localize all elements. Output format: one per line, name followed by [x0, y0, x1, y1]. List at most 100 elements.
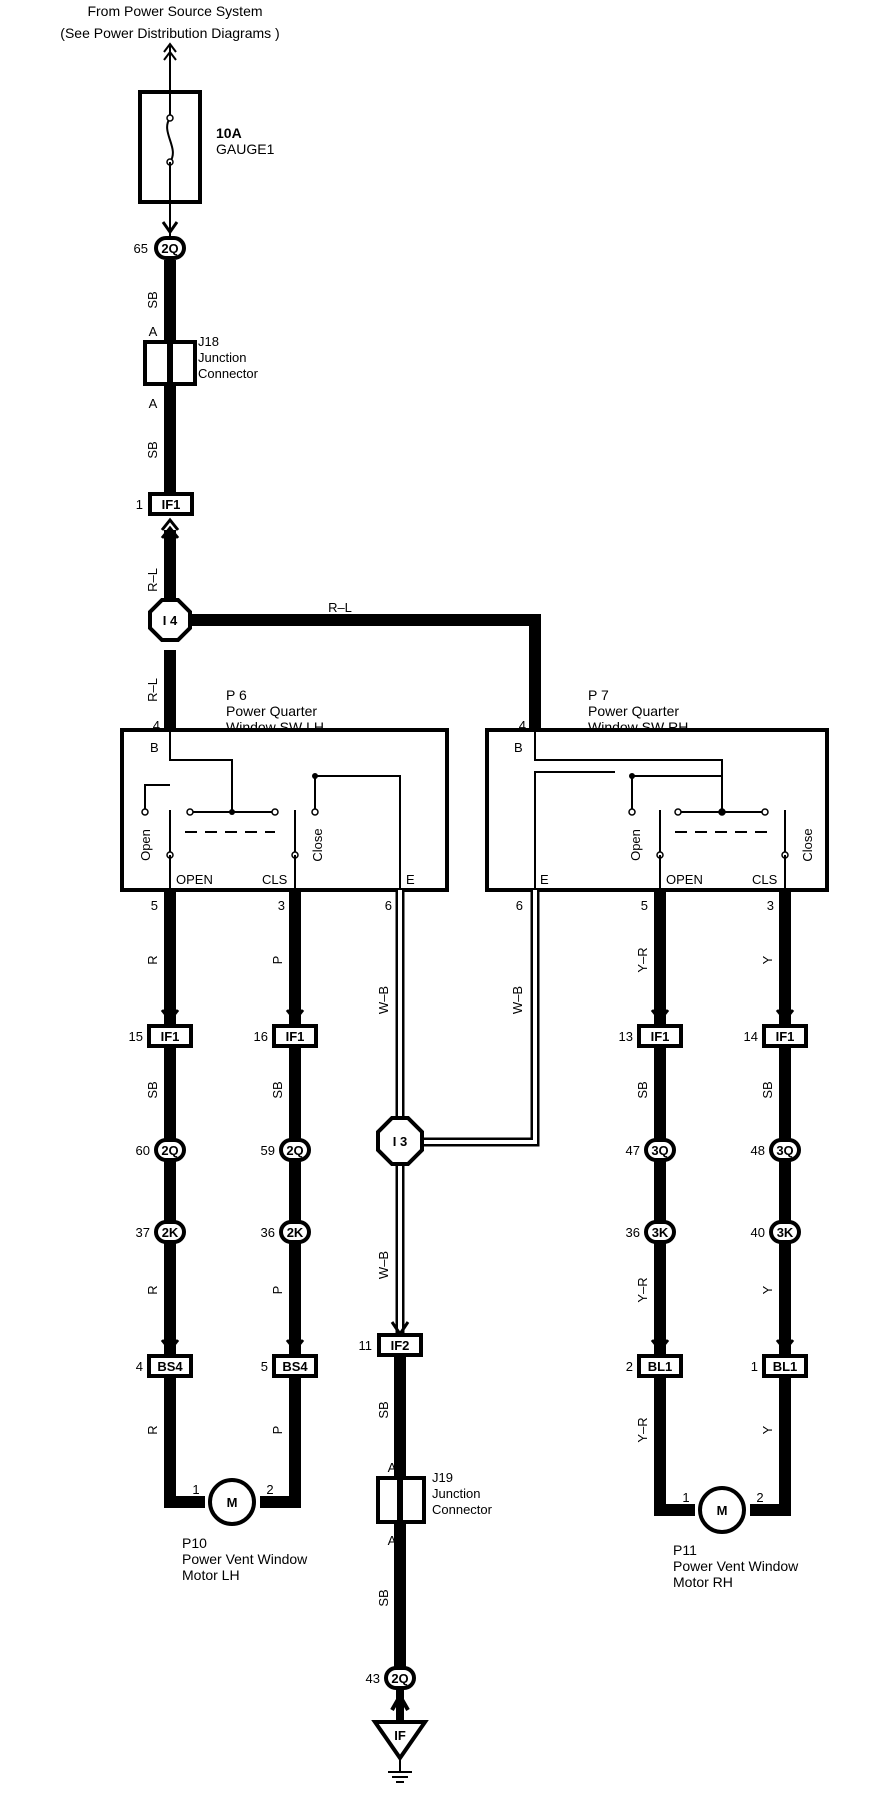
svg-text:P: P: [270, 956, 285, 965]
svg-text:R: R: [145, 1425, 160, 1434]
svg-text:2Q: 2Q: [391, 1671, 408, 1686]
svg-text:2Q: 2Q: [286, 1143, 303, 1158]
svg-text:Y–R: Y–R: [635, 1417, 650, 1442]
svg-text:IF2: IF2: [391, 1338, 410, 1353]
svg-text:Power Vent Window: Power Vent Window: [182, 1551, 308, 1567]
svg-text:Open: Open: [628, 829, 643, 861]
junction-i4: [148, 598, 192, 642]
svg-text:IF1: IF1: [286, 1029, 305, 1044]
svg-text:A: A: [149, 396, 158, 411]
source-arrow: [163, 42, 177, 53]
svg-text:36: 36: [626, 1225, 640, 1240]
svg-text:40: 40: [751, 1225, 765, 1240]
svg-text:3K: 3K: [777, 1225, 794, 1240]
svg-text:5: 5: [641, 898, 648, 913]
svg-text:M: M: [227, 1495, 238, 1510]
fuse-rating: 10A: [216, 125, 242, 141]
svg-text:CLS: CLS: [262, 872, 288, 887]
svg-text:48: 48: [751, 1143, 765, 1158]
svg-text:Power Vent Window: Power Vent Window: [673, 1558, 799, 1574]
svg-text:Y: Y: [760, 1285, 775, 1294]
svg-text:16: 16: [254, 1029, 268, 1044]
svg-text:SB: SB: [635, 1081, 650, 1098]
svg-text:2K: 2K: [287, 1225, 304, 1240]
svg-text:1: 1: [682, 1490, 689, 1505]
connector-bl1-rh-open: [637, 1354, 683, 1378]
svg-text:BL1: BL1: [648, 1359, 673, 1374]
svg-text:2Q: 2Q: [161, 1143, 178, 1158]
connector-3q-rh-close: [769, 1138, 801, 1162]
svg-text:15: 15: [129, 1029, 143, 1044]
svg-text:IF1: IF1: [162, 497, 181, 512]
svg-text:M: M: [717, 1503, 728, 1518]
svg-text:P10: P10: [182, 1535, 207, 1551]
switch-rh: [485, 728, 829, 892]
motor-rh: [698, 1486, 746, 1534]
svg-text:I 3: I 3: [393, 1134, 407, 1149]
svg-text:W–B: W–B: [376, 986, 391, 1014]
connector-if1-lh-close: [272, 1024, 318, 1048]
svg-text:B: B: [150, 740, 159, 755]
svg-text:11: 11: [359, 1338, 373, 1353]
svg-text:P: P: [270, 1426, 285, 1435]
svg-text:13: 13: [619, 1029, 633, 1044]
svg-text:J19: J19: [432, 1470, 453, 1485]
svg-text:SB: SB: [145, 1081, 160, 1098]
svg-text:60: 60: [136, 1143, 150, 1158]
svg-text:43: 43: [366, 1671, 380, 1686]
connector-3q-rh-open: [644, 1138, 676, 1162]
wire-wb-ground: [395, 890, 540, 1335]
svg-text:Y–R: Y–R: [635, 1277, 650, 1302]
svg-text:6: 6: [516, 898, 523, 913]
svg-text:P 6: P 6: [226, 687, 247, 703]
svg-text:R: R: [145, 955, 160, 964]
svg-text:P 7: P 7: [588, 687, 609, 703]
svg-text:E: E: [406, 872, 415, 887]
svg-text:Y: Y: [760, 1425, 775, 1434]
svg-text:I 4: I 4: [163, 613, 178, 628]
svg-text:IF1: IF1: [651, 1029, 670, 1044]
connector-3k-rh-open: [644, 1220, 676, 1244]
svg-text:2: 2: [266, 1482, 273, 1497]
source-line2: (See Power Distribution Diagrams ): [60, 25, 279, 41]
svg-text:5: 5: [151, 898, 158, 913]
connector-2q-top: [154, 236, 186, 260]
svg-text:J18: J18: [198, 334, 219, 349]
svg-text:BS4: BS4: [282, 1359, 308, 1374]
svg-text:OPEN: OPEN: [666, 872, 703, 887]
svg-text:4: 4: [519, 718, 526, 733]
svg-text:OPEN: OPEN: [176, 872, 213, 887]
svg-text:SB: SB: [760, 1081, 775, 1098]
svg-text:B: B: [514, 740, 523, 755]
connector-bs4-lh-close: [272, 1354, 318, 1378]
svg-text:1: 1: [136, 497, 143, 512]
svg-text:SB: SB: [145, 441, 160, 458]
fuse-name: GAUGE1: [216, 141, 275, 157]
connector-if1-lh-open: [147, 1024, 193, 1048]
svg-text:6: 6: [385, 898, 392, 913]
svg-text:R: R: [145, 1285, 160, 1294]
svg-text:3: 3: [767, 898, 774, 913]
svg-text:E: E: [540, 872, 549, 887]
svg-text:4: 4: [153, 718, 160, 733]
svg-text:Motor LH: Motor LH: [182, 1567, 240, 1583]
svg-text:36: 36: [261, 1225, 275, 1240]
svg-text:3: 3: [278, 898, 285, 913]
svg-text:2K: 2K: [162, 1225, 179, 1240]
svg-text:2: 2: [626, 1359, 633, 1374]
svg-text:IF: IF: [394, 1728, 406, 1743]
svg-text:2Q: 2Q: [161, 241, 178, 256]
connector-if1-rh-open: [637, 1024, 683, 1048]
svg-text:W–B: W–B: [510, 986, 525, 1014]
svg-text:59: 59: [261, 1143, 275, 1158]
svg-text:Open: Open: [138, 829, 153, 861]
connector-2q-lh-open: [154, 1138, 186, 1162]
junction-i3: [376, 1116, 424, 1166]
svg-text:W–B: W–B: [376, 1251, 391, 1279]
svg-text:5: 5: [261, 1359, 268, 1374]
connector-if1-top: [148, 492, 194, 516]
connector-2k-lh-open: [154, 1220, 186, 1244]
svg-text:65: 65: [134, 241, 148, 256]
svg-text:Junction: Junction: [432, 1486, 480, 1501]
svg-text:4: 4: [136, 1359, 143, 1374]
